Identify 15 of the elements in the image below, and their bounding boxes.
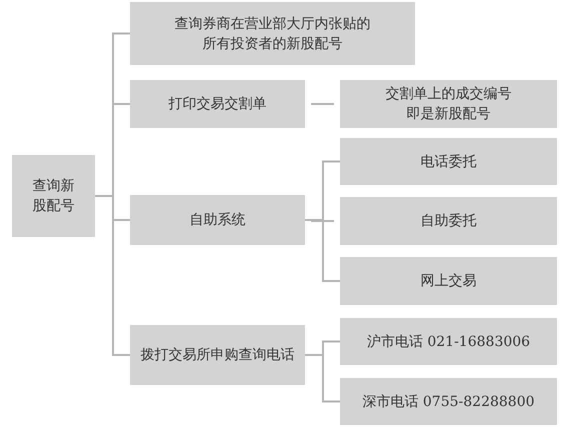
- process-box: 深市电话 0755-82288800: [340, 378, 557, 425]
- connector-line: [95, 195, 130, 356]
- connector-line: [311, 103, 334, 105]
- process-box: 交割单上的成交编号即是新股配号: [340, 80, 557, 128]
- process-box: 自助系统: [130, 195, 305, 245]
- process-box: 查询券商在营业部大厅内张贴的所有投资者的新股配号: [130, 2, 415, 65]
- process-box: 打印交易交割单: [130, 80, 305, 128]
- process-box: 查询新股配号: [12, 155, 95, 237]
- connector-line: [311, 220, 334, 222]
- process-box: 自助委托: [340, 197, 557, 245]
- connector-line: [305, 354, 340, 402]
- process-box: 拨打交易所申购查询电话: [130, 325, 305, 385]
- process-box: 网上交易: [340, 257, 557, 305]
- process-box: 电话委托: [340, 138, 557, 185]
- process-box: 沪市电话 021-16883006: [340, 318, 557, 365]
